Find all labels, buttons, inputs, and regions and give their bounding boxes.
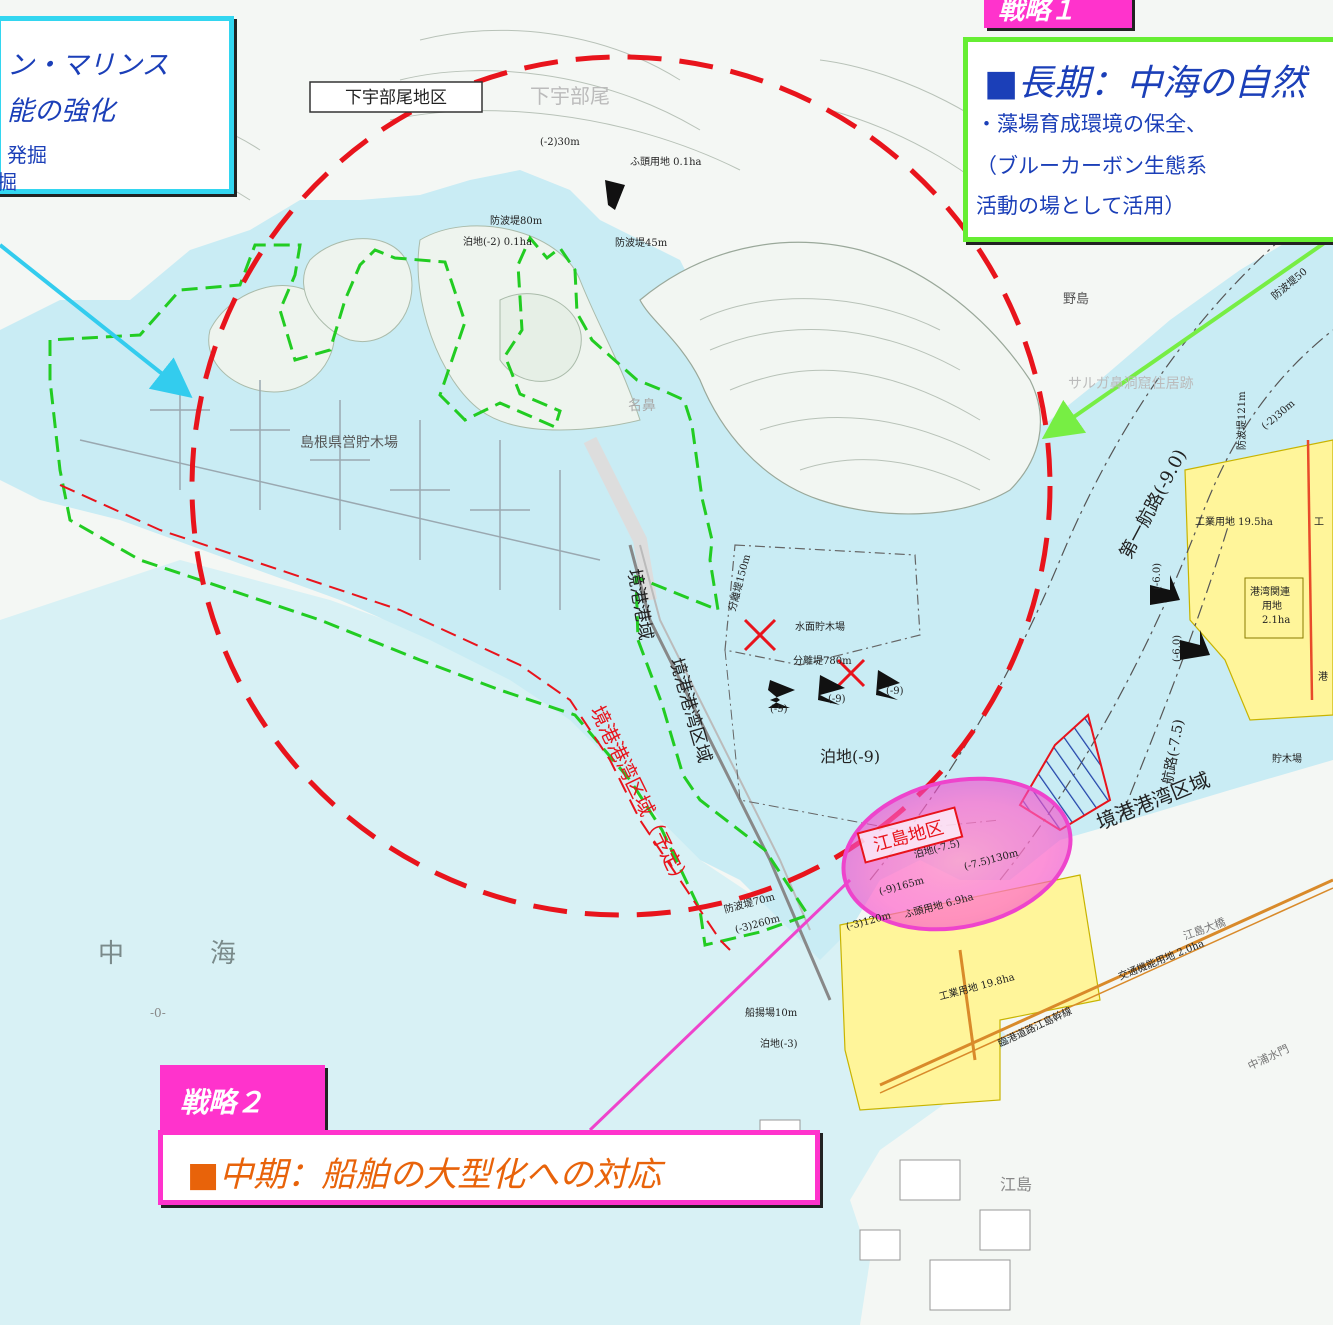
strategy1-area-circle (189, 54, 1053, 918)
depth-a: (-9) (770, 704, 788, 715)
breakwater-symbols (605, 180, 1210, 708)
callout-right: ■長期：中海の自然 ・藻場育成環境の保全、 （ブルーカーボン生態系 活動の場とし… (963, 37, 1333, 242)
cave-site-label: サルガ鼻洞窟住居跡 (1068, 375, 1194, 392)
eshima-label: 江島 (1000, 1175, 1032, 1194)
timber-pond-label: 水面貯木場 (795, 620, 845, 633)
breakwater-121: 防波堤121m (1235, 391, 1248, 450)
breakwater-45: 防波堤45m (615, 236, 668, 249)
callout-right-title: ■長期：中海の自然 (984, 63, 1307, 104)
arrow-magenta (588, 878, 852, 1132)
arrow-cyan (0, 243, 193, 398)
industrial-area-eshima (839, 874, 1101, 1111)
strategy2-tag-label: 戦略２ (180, 1086, 265, 1119)
breakwater-80: 防波堤80m (490, 214, 543, 227)
kou-label: 港 (1318, 671, 1328, 683)
callout-right-line2: （ブルーカーボン生態系 (976, 154, 1207, 178)
callout-left-line4: 掘 (0, 170, 17, 194)
timber-yard: 貯木場 (1272, 752, 1302, 765)
callout-right-line3: 活動の場として活用） (976, 194, 1186, 218)
strategy1-tag-label: 戦略１ (998, 0, 1077, 26)
breakwater-780: 分離堤780m (793, 654, 852, 667)
pier-top: (-2)30m (540, 137, 580, 148)
fukaura-label: 名鼻 (628, 397, 656, 414)
place-shimoubeo: 下宇部尾 (530, 84, 610, 108)
wharf-area-top: ふ頭用地 0.1ha (630, 155, 702, 168)
green-boundary (48, 235, 811, 947)
depth-60a: (-6.0) (1152, 563, 1163, 590)
nojima-label: 野島 (1063, 292, 1089, 307)
callout-left: ン・マリンス 能の強化 発掘 掘 (0, 16, 234, 194)
industrial-195: 工業用地 19.5ha (1195, 515, 1273, 528)
nakaumi-2: 海 (210, 939, 236, 969)
depth-60b: (-6.0) (1172, 635, 1183, 662)
callout-strategy2: ■中期：船舶の大型化への対応 (158, 1130, 820, 1205)
callout-right-line1: ・藻場育成環境の保全、 (976, 112, 1207, 136)
district-shimoubeo-label: 下宇部尾地区 (345, 88, 447, 108)
anchorage-3: 泊地(-3) (760, 1037, 798, 1050)
port-related-3: 2.1ha (1262, 615, 1290, 626)
port-related-2: 用地 (1262, 599, 1282, 612)
port-area-line (59, 484, 731, 951)
mooring-10: 船揚場10m (745, 1006, 798, 1019)
nakaumi-1: 中 (98, 939, 124, 969)
port-related-1: 港湾関連 (1250, 585, 1290, 598)
callout-left-line2: 能の強化 (7, 96, 115, 127)
anchorage-9: 泊地(-9) (820, 747, 880, 766)
depth-c: (-9) (886, 686, 904, 697)
callout-strategy2-title: ■中期：船舶の大型化への対応 (187, 1155, 662, 1195)
callout-left-line3: 発掘 (7, 143, 47, 167)
strategy2-tag: 戦略２ (160, 1065, 325, 1131)
anchorage-top: 泊地(-2) 0.1ha (463, 235, 532, 248)
callout-left-line1: ン・マリンス (7, 50, 169, 81)
contour-zero: -0- (150, 1006, 166, 1020)
arrow-green (1041, 235, 1333, 440)
industrial-right: 工 (1314, 517, 1324, 528)
bay-water (0, 170, 1333, 960)
strategy1-tag: 戦略１ (984, 0, 1132, 28)
strategy2-highlight (841, 776, 1073, 932)
depth-b: (-9) (828, 694, 846, 705)
shimane-yard-label: 島根県営貯木場 (300, 435, 398, 451)
